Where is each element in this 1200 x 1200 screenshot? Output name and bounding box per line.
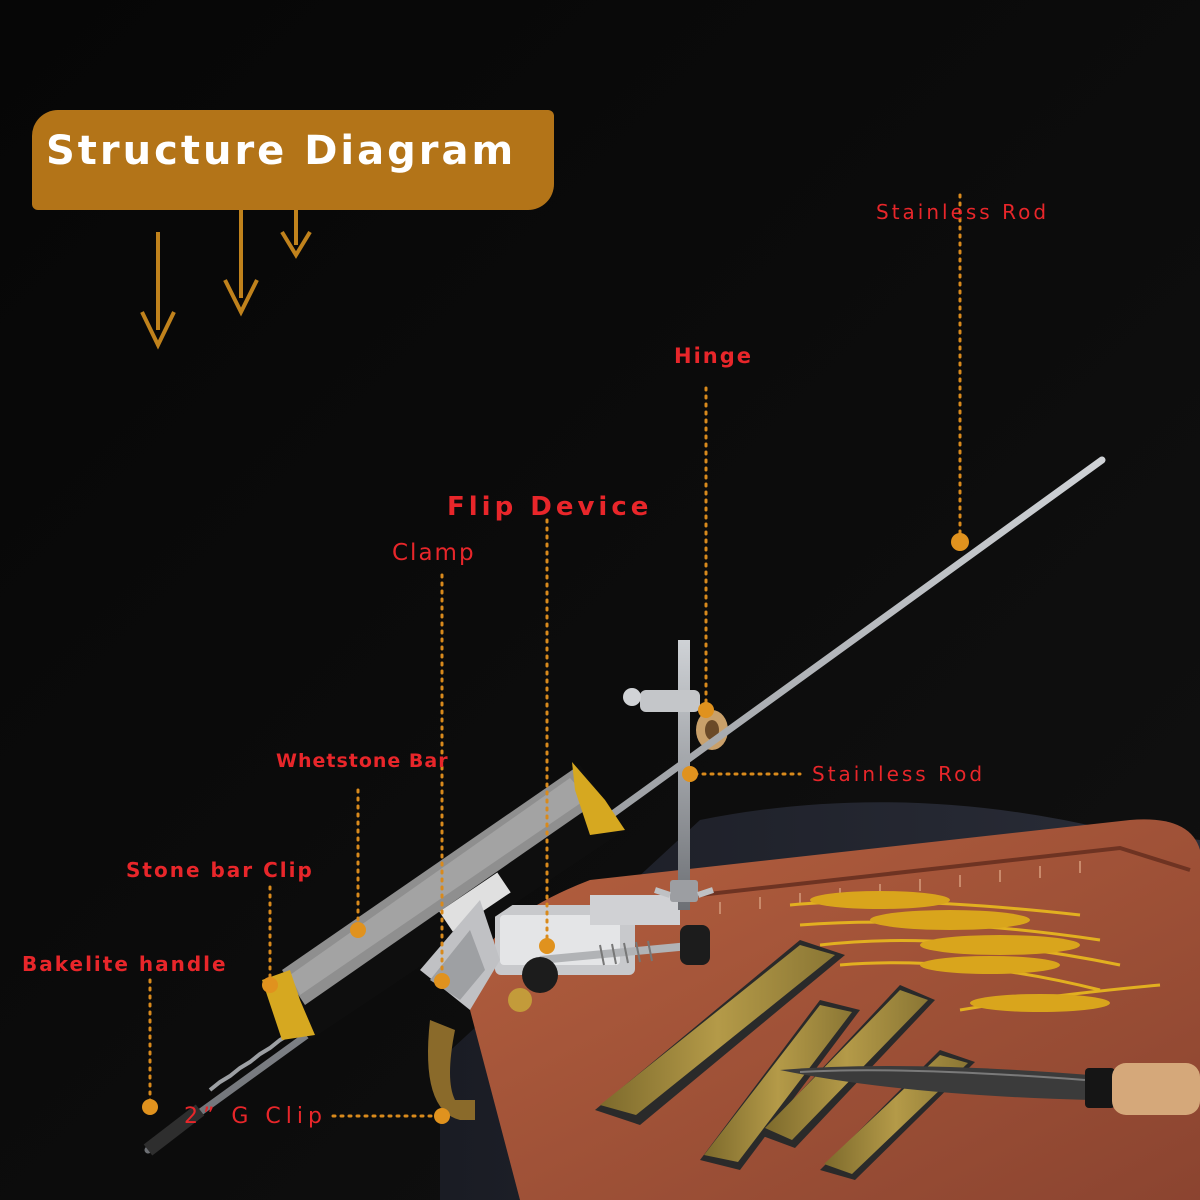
- banner-arrows: [140, 208, 312, 350]
- wheat-heads: [810, 891, 1110, 1012]
- g-clip: [428, 895, 710, 1120]
- label-stone-bar-clip: Stone bar Clip: [126, 858, 314, 882]
- title-banner: [32, 110, 554, 210]
- leader-lines: [148, 193, 962, 1118]
- label-hinge: Hinge: [674, 344, 753, 368]
- board-groove: [609, 845, 1191, 907]
- knife: [780, 1063, 1200, 1115]
- label-g-clip: 2” G Clip: [184, 1104, 327, 1129]
- rod-end: [143, 1104, 205, 1156]
- label-stainless-rod-mid: Stainless Rod: [812, 762, 986, 786]
- leader-dots: [142, 533, 969, 1124]
- label-whetstone-bar: Whetstone Bar: [276, 750, 449, 772]
- label-clamp: Clamp: [392, 540, 476, 566]
- label-flip-device: Flip Device: [447, 492, 653, 522]
- label-stainless-rod-top: Stainless Rod: [876, 200, 1050, 224]
- label-bakelite-handle: Bakelite handle: [22, 952, 228, 976]
- rod-base: [670, 880, 698, 902]
- page-title: Structure Diagram: [46, 128, 517, 174]
- wing-nut: [654, 887, 714, 898]
